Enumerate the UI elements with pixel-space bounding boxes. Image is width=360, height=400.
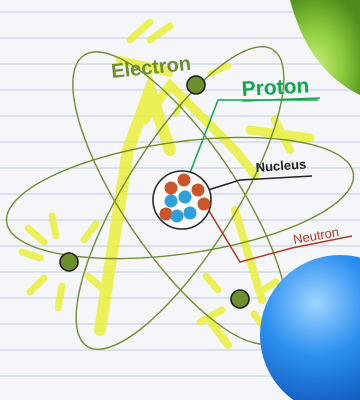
proton-particle: [183, 206, 197, 220]
proton-particle: [164, 194, 178, 208]
nucleus-label: Nucleus: [255, 157, 307, 175]
neutron-particle: [177, 173, 191, 187]
neutron-particle: [191, 183, 205, 197]
electrons: [59, 75, 250, 309]
proton-particle: [178, 190, 192, 204]
neutron-particle: [159, 207, 173, 221]
orbit-tilted-left: [75, 46, 285, 350]
highlighter-scribbles: [18, 18, 315, 349]
nucleus-pointer: [207, 175, 313, 191]
neutron-pointer: [205, 205, 353, 263]
proton-label-underline: [241, 97, 321, 102]
proton-particle: [170, 209, 184, 223]
blue-sphere-decoration: [260, 255, 360, 400]
green-sphere-decoration: [290, 0, 360, 95]
neutron-particle: [164, 181, 178, 195]
proton-label: Proton: [241, 74, 310, 101]
electron-bottom: [230, 289, 250, 309]
electron-left: [59, 252, 79, 272]
orbit-horizontal: [5, 136, 355, 260]
nucleus: [152, 170, 212, 230]
neutron-particle: [197, 197, 211, 211]
electron-top: [186, 75, 206, 95]
